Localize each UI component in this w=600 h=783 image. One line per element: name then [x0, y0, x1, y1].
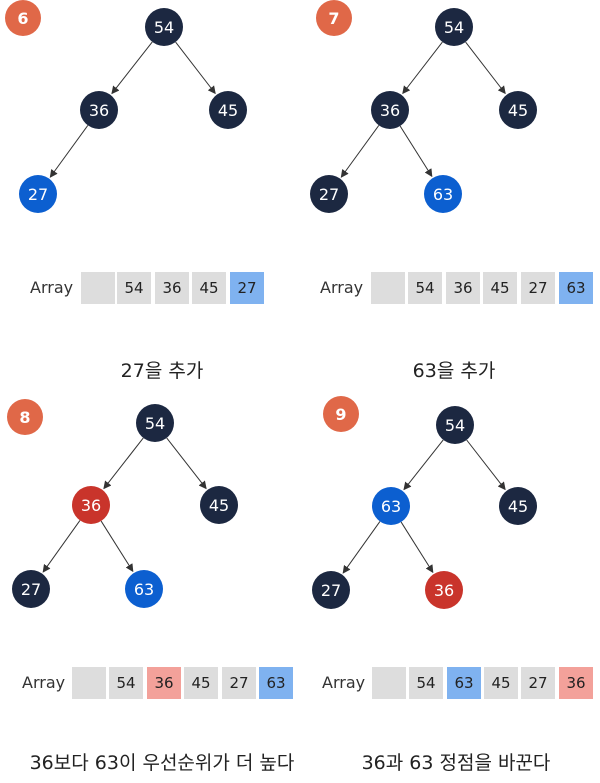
tree-node [372, 487, 410, 525]
array-cell: 27 [521, 272, 555, 304]
edge [342, 521, 381, 574]
array-cell [72, 667, 106, 699]
step-badge [7, 399, 43, 435]
tree-node-label: 27 [21, 580, 41, 599]
step-badge [5, 0, 41, 36]
panel-caption: 36과 63 정점을 바꾼다 [361, 752, 551, 774]
tree-node [125, 570, 163, 608]
array-cell [81, 272, 115, 304]
edge [42, 520, 81, 573]
panel-8-tree: 54 36 45 27 63 8 [7, 399, 238, 608]
edge [399, 125, 433, 178]
edge [403, 439, 444, 491]
tree-node [436, 406, 474, 444]
tree-node-label: 45 [209, 496, 229, 515]
edge [402, 41, 443, 95]
panel-6-tree: 54 36 45 27 6 [5, 0, 247, 213]
edge [466, 439, 506, 491]
array-cell: 36 [559, 667, 593, 699]
tree-node [499, 91, 537, 129]
edge [49, 125, 89, 178]
array-cell: 54 [408, 272, 442, 304]
step-badge-label: 9 [335, 405, 346, 424]
array-cell: 63 [259, 667, 293, 699]
tree-node [145, 8, 183, 46]
edge [166, 437, 207, 490]
tree-node-label: 63 [433, 185, 453, 204]
panel-caption: 27을 추가 [120, 360, 204, 382]
tree-node-label: 54 [154, 18, 174, 37]
tree-node-label: 36 [81, 496, 101, 515]
array-cell: 63 [447, 667, 481, 699]
tree-node [80, 91, 118, 129]
edge [340, 125, 380, 178]
step-badge-label: 8 [19, 408, 30, 427]
step-badge-label: 7 [328, 9, 339, 28]
array-cell: 27 [521, 667, 555, 699]
array-cell: 45 [483, 272, 517, 304]
tree-node [425, 571, 463, 609]
tree-node-label: 54 [444, 18, 464, 37]
tree-node [312, 571, 350, 609]
array-cell: 54 [109, 667, 143, 699]
tree-node [499, 487, 537, 525]
step-badge-label: 6 [17, 9, 28, 28]
tree-node [310, 175, 348, 213]
tree-node [200, 486, 238, 524]
panel-7-tree: 54 36 45 27 63 7 [310, 0, 537, 213]
array-cell: 45 [184, 667, 218, 699]
tree-node [19, 175, 57, 213]
array-cell [371, 272, 405, 304]
tree-node-label: 45 [218, 101, 238, 120]
step-badge [316, 0, 352, 36]
array-label: Array [322, 673, 366, 692]
array-cell: 54 [117, 272, 151, 304]
tree-node [209, 91, 247, 129]
tree-node [12, 570, 50, 608]
tree-node [424, 175, 462, 213]
edge [103, 437, 144, 490]
array-cell: 63 [559, 272, 593, 304]
array-cell: 54 [409, 667, 443, 699]
tree-node-label: 36 [434, 581, 454, 600]
panel-9-tree: 54 63 45 27 36 9 [312, 396, 537, 609]
tree-node-label: 45 [508, 101, 528, 120]
array-cell: 45 [484, 667, 518, 699]
tree-node-label: 27 [319, 185, 339, 204]
panel-caption: 63을 추가 [412, 360, 496, 382]
array-label: Array [320, 278, 364, 297]
array-cell: 36 [147, 667, 181, 699]
tree-node-label: 63 [134, 580, 154, 599]
tree-node [72, 486, 110, 524]
tree-node-label: 45 [508, 497, 528, 516]
tree-node [435, 8, 473, 46]
array-cell: 36 [155, 272, 189, 304]
edge [400, 521, 434, 574]
edge [100, 520, 134, 573]
tree-node-label: 27 [28, 185, 48, 204]
array-cell: 45 [192, 272, 226, 304]
tree-node-label: 54 [445, 416, 465, 435]
tree-node-label: 63 [381, 497, 401, 516]
array-label: Array [22, 673, 66, 692]
edge [111, 41, 153, 95]
tree-node-label: 54 [145, 414, 165, 433]
array-cell: 27 [222, 667, 256, 699]
edge [175, 41, 216, 95]
step-badge [323, 396, 359, 432]
tree-node [371, 91, 409, 129]
array-cell: 36 [446, 272, 480, 304]
tree-node-label: 36 [89, 101, 109, 120]
array-cell [372, 667, 406, 699]
panel-caption: 36보다 63이 우선순위가 더 높다 [29, 752, 295, 774]
array-label: Array [30, 278, 74, 297]
edge [465, 41, 506, 95]
tree-node-label: 27 [321, 581, 341, 600]
tree-node-label: 36 [380, 101, 400, 120]
array-cell: 27 [230, 272, 264, 304]
tree-node [136, 404, 174, 442]
